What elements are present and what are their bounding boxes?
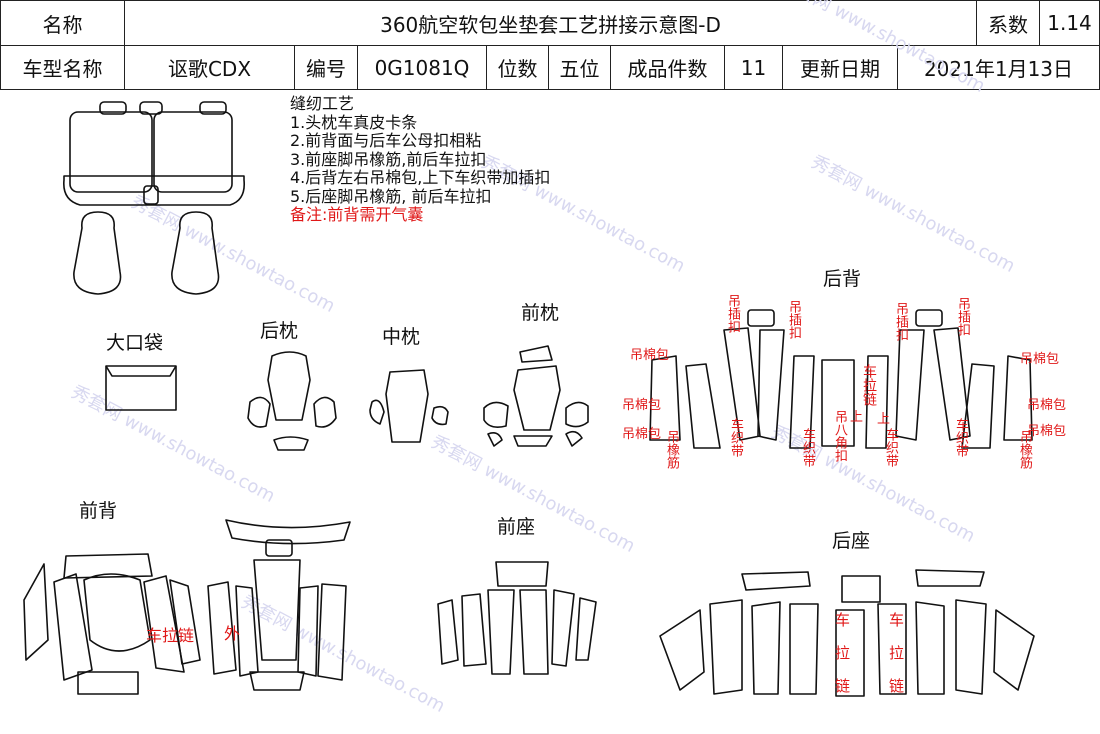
code-value: 0G1081Q <box>357 45 487 90</box>
note-strap: 车织带 <box>728 418 743 457</box>
notes-heading: 缝纫工艺 <box>290 94 355 113</box>
front-back-shapes <box>23 519 351 695</box>
front-seats-overview <box>73 211 220 295</box>
note-hang-insert: 吊插扣 <box>725 294 740 333</box>
notes-line-3: 3.前座脚吊橡筋,前后车拉扣 <box>290 149 487 169</box>
note-hang-rubber: 吊橡筋 <box>664 430 679 469</box>
front-seat-shapes <box>437 561 597 675</box>
label-rear-back: 后背 <box>823 268 862 290</box>
label-rear-pillow: 后枕 <box>260 320 299 342</box>
note-hang-cotton: 吊棉包 <box>1020 352 1060 367</box>
note-zipper: 车拉链 <box>887 612 905 711</box>
seats-label: 位数 <box>486 45 549 90</box>
note-strap: 车织带 <box>883 428 898 467</box>
date-label: 更新日期 <box>782 45 898 90</box>
note-hang-insert: 吊插扣 <box>893 302 908 341</box>
coef-label: 系数 <box>976 0 1040 46</box>
note-zipper: 车拉链 <box>861 364 877 406</box>
note-hang-rubber: 吊橡筋 <box>1017 430 1032 469</box>
coef-value: 1.14 <box>1039 0 1100 46</box>
note-hang-cotton: 吊棉包 <box>1027 398 1067 413</box>
label-front-back: 前背 <box>79 500 118 522</box>
notes-remark: 备注:前背需开气囊 <box>290 205 424 224</box>
note-hang-cotton: 吊棉包 <box>630 348 670 363</box>
rear-bench-overview <box>63 101 246 206</box>
note-hang-insert: 吊插扣 <box>955 297 970 336</box>
note-hang-cotton: 吊棉包 <box>622 427 662 442</box>
rear-back-shapes <box>649 309 1033 449</box>
label-front-seat: 前座 <box>497 516 536 538</box>
notes-line-5: 5.后座脚吊橡筋, 前后车拉扣 <box>290 186 492 206</box>
note-strap: 车织带 <box>953 418 968 457</box>
note-hang-cotton: 吊棉包 <box>622 398 662 413</box>
rear-pillow-shapes <box>247 351 337 451</box>
middle-pillow-shapes <box>369 369 449 443</box>
note-strap: 车织带 <box>800 428 815 467</box>
code-label: 编号 <box>294 45 358 90</box>
note-up: 上 <box>850 410 864 425</box>
note-hang-insert: 吊插扣 <box>786 300 801 339</box>
notes-line-1: 1.头枕车真皮卡条 <box>290 112 418 132</box>
note-outer: 外 <box>224 624 241 643</box>
label-rear-seat: 后座 <box>832 530 871 552</box>
note-hang-cotton: 吊棉包 <box>1027 424 1067 439</box>
label-front-pillow: 前枕 <box>521 302 560 324</box>
note-hang-corner: 吊八角扣 <box>832 410 847 462</box>
label-middle-pillow: 中枕 <box>382 326 421 348</box>
model-label: 车型名称 <box>0 45 125 90</box>
front-pillow-shapes <box>483 345 589 447</box>
label-big-pocket: 大口袋 <box>106 332 164 354</box>
note-zipper: 车拉链 <box>833 612 851 711</box>
name-label: 名称 <box>0 0 125 46</box>
date-value: 2021年1月13日 <box>897 45 1100 90</box>
notes-line-4: 4.后背左右吊棉包,上下车织带加插扣 <box>290 168 551 187</box>
model-value: 讴歌CDX <box>124 45 295 90</box>
note-up: 上 <box>877 412 891 427</box>
header-table: 名称 360航空软包坐垫套工艺拼接示意图-D 系数 1.14 车型名称 讴歌CD… <box>0 0 1100 90</box>
big-pocket-shape <box>105 365 177 411</box>
notes-line-2: 2.前背面与后车公母扣相粘 <box>290 131 482 150</box>
note-zipper: 车拉链 <box>146 626 195 645</box>
seats-value: 五位 <box>548 45 611 90</box>
sewing-notes: 缝纫工艺 1.头枕车真皮卡条 2.前背面与后车公母扣相粘 3.前座脚吊橡筋,前后… <box>290 94 551 225</box>
rear-seat-shapes <box>659 569 1035 697</box>
